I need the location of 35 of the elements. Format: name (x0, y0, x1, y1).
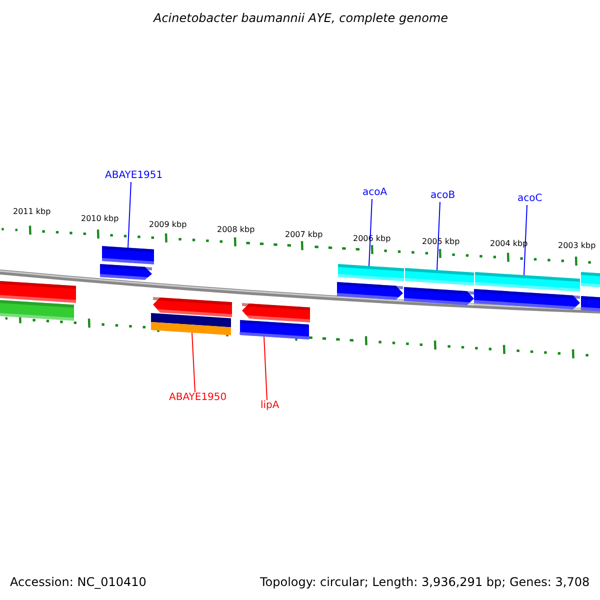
accession-text: Accession: NC_010410 (10, 576, 146, 588)
gene-label: acoA (362, 188, 388, 198)
gene-bar (405, 268, 474, 286)
gene-bar (151, 313, 231, 336)
genome-info-text: Topology: circular; Length: 3,936,291 bp; Genes: 3,708 (260, 576, 590, 588)
gene-bar (0, 300, 74, 321)
gene-bar (100, 264, 152, 280)
gene-bar (337, 282, 403, 300)
diagram-title: Acinetobacter baumannii AYE, complete genome (154, 12, 448, 24)
gene-label: ABAYE1951 (105, 171, 163, 181)
leader-line (368, 198, 372, 266)
scale-label: 2009 kbp (149, 221, 187, 229)
gene-bar (581, 272, 600, 288)
leader-line (436, 202, 440, 271)
scale-label: 2008 kbp (217, 226, 255, 234)
gene-bar (102, 246, 154, 264)
leader-line (128, 182, 132, 248)
gene-bar (581, 296, 600, 312)
scale-label: 2003 kbp (558, 242, 596, 250)
scale-label: 2011 kbp (13, 208, 51, 216)
gene-bar (0, 281, 76, 303)
gene-bar (153, 297, 232, 318)
gene-bar (404, 287, 474, 306)
gene-bar (242, 303, 310, 322)
leader-line (192, 332, 196, 392)
gene-label: ABAYE1950 (169, 393, 227, 403)
gene-label: acoC (518, 194, 542, 204)
gene-label: acoB (430, 191, 456, 201)
gene-bar (240, 320, 309, 340)
leader-line (524, 204, 528, 276)
gene-bar (338, 264, 404, 282)
scale-label: 2010 kbp (81, 215, 119, 223)
leader-line (264, 336, 268, 400)
scale-label: 2007 kbp (285, 231, 323, 239)
gene-label: lipA (260, 401, 280, 411)
